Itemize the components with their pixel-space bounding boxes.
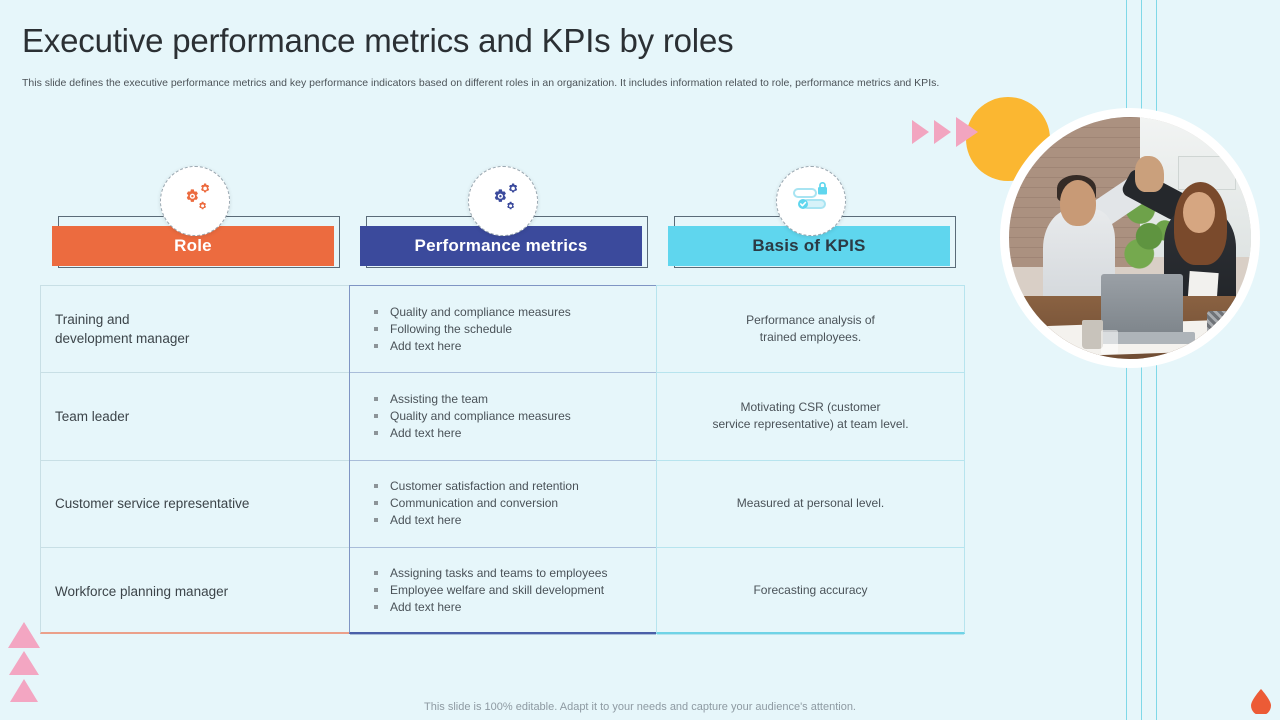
kpi-cell: Performance analysis of trained employee… <box>746 312 875 345</box>
list-item: Communication and conversion <box>374 495 642 512</box>
metrics-list: Customer satisfaction and retention Comm… <box>364 478 642 529</box>
column-header-label: Basis of KPIS <box>752 236 866 255</box>
table-row[interactable]: Measured at personal level. <box>657 461 964 548</box>
page-title: Executive performance metrics and KPIs b… <box>22 22 734 59</box>
table-row[interactable]: Motivating CSR (customer service represe… <box>657 373 964 461</box>
metrics-list: Assisting the team Quality and complianc… <box>364 391 642 442</box>
arrow-right-icon <box>934 120 951 144</box>
role-cell: Training and development manager <box>55 311 190 347</box>
role-cell: Customer service representative <box>55 495 250 511</box>
footer-note: This slide is 100% editable. Adapt it to… <box>424 701 856 713</box>
column-header-label: Performance metrics <box>414 236 588 255</box>
page-subtitle: This slide defines the executive perform… <box>22 77 940 89</box>
table-row[interactable]: Assigning tasks and teams to employees E… <box>350 548 656 635</box>
table-row[interactable]: Workforce planning manager <box>41 548 349 635</box>
role-cell: Workforce planning manager <box>55 583 229 599</box>
list-item: Quality and compliance measures <box>374 408 642 425</box>
pink-arrows-decoration <box>912 117 992 147</box>
list-item: Assisting the team <box>374 391 642 408</box>
table-row[interactable]: Performance analysis of trained employee… <box>657 286 964 374</box>
kpi-cell: Measured at personal level. <box>736 495 885 510</box>
table-row[interactable]: Quality and compliance measures Followin… <box>350 286 656 374</box>
table-row[interactable]: Training and development manager <box>41 286 349 374</box>
list-item: Following the schedule <box>374 321 642 338</box>
list-item: Employee welfare and skill development <box>374 582 642 599</box>
triangle-up-icon <box>8 622 40 648</box>
table-row[interactable]: Assisting the team Quality and complianc… <box>350 373 656 461</box>
list-item: Add text here <box>374 425 642 442</box>
triangle-up-icon <box>10 679 38 702</box>
hero-photo <box>1000 108 1260 368</box>
gears-icon <box>483 181 523 222</box>
table-row[interactable]: Team leader <box>41 373 349 461</box>
triangle-up-icon <box>9 651 39 675</box>
badge-performance-metrics <box>468 166 538 236</box>
table-column-performance-metrics: Quality and compliance measures Followin… <box>349 285 657 635</box>
arrow-right-icon <box>912 120 929 144</box>
badge-role <box>160 166 230 236</box>
list-item: Add text here <box>374 338 642 355</box>
list-item: Add text here <box>374 512 642 529</box>
table-row[interactable]: Customer satisfaction and retention Comm… <box>350 461 656 548</box>
list-item: Add text here <box>374 599 642 616</box>
list-item: Customer satisfaction and retention <box>374 478 642 495</box>
badge-basis-of-kpis <box>776 166 846 236</box>
table-column-basis-of-kpis: Performance analysis of trained employee… <box>656 285 965 635</box>
table-row[interactable]: Customer service representative <box>41 461 349 548</box>
column-header-performance-metrics[interactable]: Performance metrics <box>360 216 648 268</box>
arrow-right-icon <box>956 117 978 147</box>
kpi-cell: Motivating CSR (customer service represe… <box>712 399 909 432</box>
metrics-list: Quality and compliance measures Followin… <box>364 304 642 355</box>
kpi-cell: Forecasting accuracy <box>753 583 868 598</box>
header-fill: Performance metrics <box>360 226 642 266</box>
pink-triangles-decoration <box>8 622 44 706</box>
role-cell: Team leader <box>55 408 130 424</box>
table-column-role: Training and development manager Team le… <box>40 285 350 634</box>
metrics-list: Assigning tasks and teams to employees E… <box>364 565 642 616</box>
table-row[interactable]: Forecasting accuracy <box>657 548 964 635</box>
gears-icon <box>175 181 215 222</box>
task-lock-icon <box>790 181 832 221</box>
kpi-table: Training and development manager Team le… <box>40 285 965 635</box>
list-item: Quality and compliance measures <box>374 304 642 321</box>
column-header-label: Role <box>174 236 212 255</box>
list-item: Assigning tasks and teams to employees <box>374 565 642 582</box>
hero-photo-image <box>1009 117 1251 359</box>
